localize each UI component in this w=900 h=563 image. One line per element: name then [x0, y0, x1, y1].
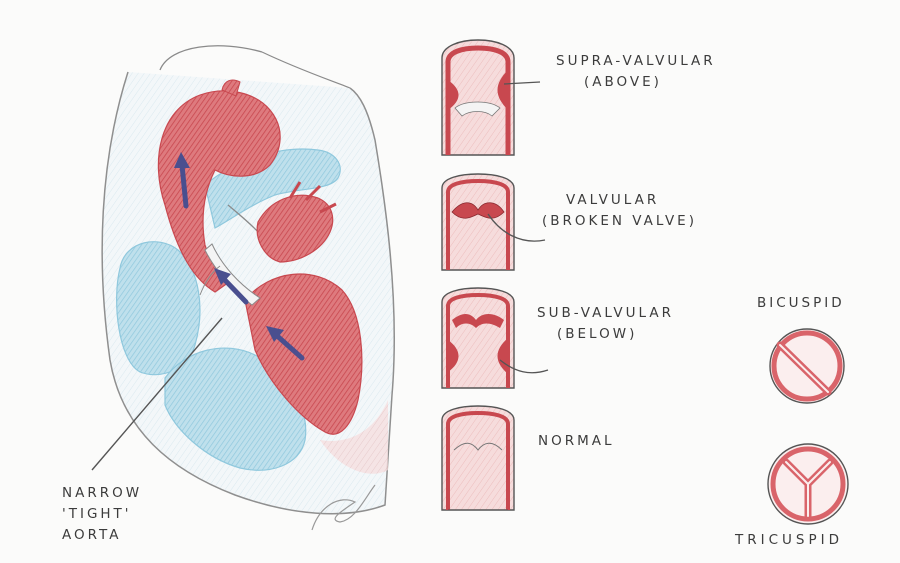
right-atrium: [116, 241, 201, 376]
vessel-valvular: [441, 173, 546, 271]
heart-illustration: [91, 45, 395, 531]
left-atrium: [256, 194, 334, 263]
valvular-label-line-1: VALVULAR: [566, 192, 660, 208]
aorta-pointer-line: [91, 317, 223, 471]
aortic-arch: [157, 90, 281, 293]
sub-label-line-2: (BELOW): [557, 326, 638, 342]
aorta-label: NARROW 'TIGHT' AORTA: [62, 483, 142, 546]
left-ventricle: [244, 273, 363, 435]
arrow-aorta: [179, 162, 189, 209]
aorta-label-line-1: NARROW: [62, 485, 143, 501]
normal-label-line-1: NORMAL: [538, 433, 615, 449]
signature-scribble: [311, 484, 376, 531]
supra-valvular-label: SUPRA-VALVULAR (ABOVE): [556, 51, 716, 93]
bicuspid-valve: [769, 328, 845, 404]
supra-pointer-line: [503, 81, 541, 85]
aorta-label-line-3: AORTA: [62, 527, 122, 543]
vessel-normal: [441, 405, 515, 511]
sub-valvular-label: SUB-VALVULAR (BELOW): [537, 303, 674, 345]
sub-label-line-1: SUB-VALVULAR: [537, 305, 674, 321]
aorta-label-line-2: 'TIGHT': [62, 506, 132, 522]
supra-label-line-1: SUPRA-VALVULAR: [556, 53, 716, 69]
vessel-supra-valvular: [441, 39, 541, 156]
valvular-label: VALVULAR (BROKEN VALVE): [542, 190, 697, 232]
arrow-outflow: [219, 274, 249, 305]
vessel-sub-valvular: [441, 287, 549, 389]
normal-label: NORMAL: [538, 431, 615, 452]
blood-flow-arrows: [174, 152, 305, 361]
tricuspid-valve: [767, 443, 849, 525]
bicuspid-label-line-1: BICUSPID: [757, 295, 845, 311]
supra-label-line-2: (ABOVE): [584, 74, 662, 90]
tricuspid-label-line-1: TRICUSPID: [735, 532, 844, 548]
tricuspid-label: TRICUSPID: [735, 530, 843, 551]
valvular-label-line-2: (BROKEN VALVE): [542, 213, 697, 229]
arrow-ventricle: [272, 331, 305, 361]
bicuspid-label: BICUSPID: [757, 293, 845, 314]
